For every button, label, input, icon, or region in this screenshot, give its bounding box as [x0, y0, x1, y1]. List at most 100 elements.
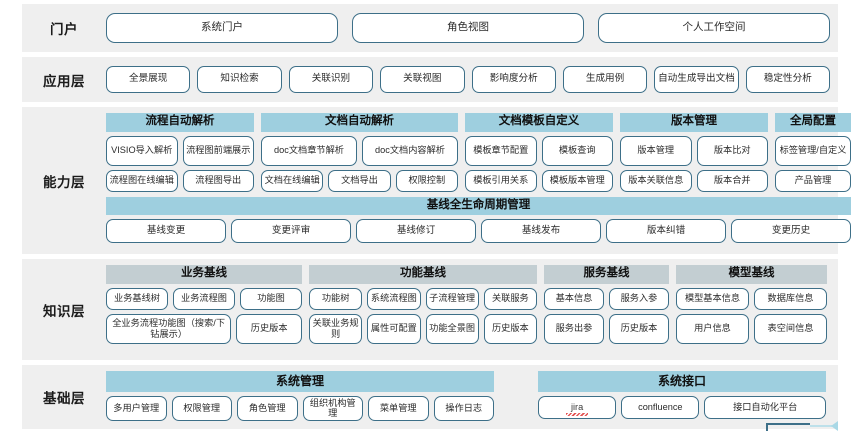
ability-cell[interactable]: 文档导出 [328, 169, 391, 192]
spellcheck-squiggle-icon [566, 413, 589, 416]
ability-cell[interactable]: 模板引用关系 [465, 169, 537, 192]
layer-label-portal: 门户 [50, 22, 78, 37]
layer-knowledge: 知识层 业务基线 业务基线树 业务流程图 功能图 全业务流程功能图（搜索/下钻展… [22, 259, 838, 360]
layer-label-base: 基础层 [43, 391, 85, 406]
base-cell[interactable]: 角色管理 [237, 396, 298, 421]
knowledge-cell[interactable]: 数据库信息 [754, 287, 827, 310]
ability-cell[interactable]: 版本比对 [696, 135, 768, 166]
application-item-6[interactable]: 自动生成导出文档 [654, 66, 739, 93]
ability-cell[interactable]: 产品管理 [775, 169, 851, 192]
base-cell[interactable]: 权限管理 [171, 396, 232, 421]
knowledge-cell[interactable]: 历史版本 [483, 313, 537, 344]
base-cell-jira[interactable]: jira [538, 396, 617, 419]
knowledge-cell[interactable]: 子流程管理 [425, 287, 479, 310]
knowledge-cell[interactable]: 功能图 [240, 287, 302, 310]
group-title: 文档自动解析 [261, 113, 458, 132]
layer-label-application: 应用层 [43, 73, 85, 89]
ability-cell[interactable]: 模板版本管理 [541, 169, 613, 192]
ability-cell[interactable]: 文档在线编辑 [261, 169, 324, 192]
application-item-3[interactable]: 关联视图 [380, 66, 465, 93]
group-title: 系统接口 [538, 371, 826, 392]
portal-button-row: 系统门户 角色视图 个人工作空间 [106, 13, 830, 43]
portal-item-1[interactable]: 角色视图 [352, 13, 584, 43]
knowledge-cell[interactable]: 业务基线树 [106, 287, 168, 310]
ability-group-process-parse: 流程自动解析 VISIO导入解析 流程图前端展示 流程图在线编辑 流程图导出 [106, 113, 254, 192]
ability-cell[interactable]: 模板章节配置 [465, 135, 537, 166]
base-cell[interactable]: 操作日志 [433, 396, 494, 421]
baseline-cell[interactable]: 变更历史 [731, 219, 851, 243]
knowledge-cell[interactable]: 表空间信息 [754, 313, 827, 344]
layer-portal: 门户 系统门户 角色视图 个人工作空间 [22, 4, 838, 52]
base-cell[interactable]: 组织机构管理 [302, 396, 363, 421]
knowledge-cell[interactable]: 历史版本 [609, 313, 669, 344]
baseline-cell[interactable]: 基线变更 [106, 219, 226, 243]
knowledge-cell[interactable]: 模型基本信息 [676, 287, 749, 310]
ability-cell[interactable]: 版本管理 [620, 135, 692, 166]
layer-ability: 能力层 流程自动解析 VISIO导入解析 流程图前端展示 流程图在线编辑 流程图… [22, 107, 851, 254]
knowledge-cell[interactable]: 历史版本 [236, 313, 302, 344]
base-block-system-interface: 系统接口 jira confluence 接口自动化平台 [538, 371, 826, 423]
knowledge-cell[interactable]: 功能树 [309, 287, 363, 310]
layer-label-ability: 能力层 [43, 174, 85, 190]
ability-cell[interactable]: doc文档章节解析 [261, 135, 357, 166]
layer-base: 基础层 系统管理 多用户管理 权限管理 角色管理 组织机构管理 菜单管理 操作日… [22, 365, 838, 429]
jira-label: jira [570, 402, 584, 413]
baseline-cell[interactable]: 版本纠错 [606, 219, 726, 243]
knowledge-cell[interactable]: 用户信息 [676, 313, 749, 344]
knowledge-cell[interactable]: 关联业务规则 [309, 313, 363, 344]
baseline-cell[interactable]: 变更评审 [231, 219, 351, 243]
ability-group-global-config: 全局配置 标签管理/自定义 产品管理 [775, 113, 851, 192]
group-title: 模型基线 [676, 265, 827, 284]
ability-group-version: 版本管理 版本管理 版本比对 版本关联信息 版本合并 [620, 113, 768, 192]
application-item-1[interactable]: 知识检索 [197, 66, 282, 93]
group-title: 服务基线 [544, 265, 669, 284]
ability-cell[interactable]: 版本关联信息 [620, 169, 692, 192]
group-title: 业务基线 [106, 265, 302, 284]
group-title: 系统管理 [106, 371, 494, 392]
ability-cell[interactable]: 版本合并 [696, 169, 768, 192]
group-title: 版本管理 [620, 113, 768, 132]
base-cell[interactable]: 多用户管理 [106, 396, 167, 421]
knowledge-group-row: 业务基线 业务基线树 业务流程图 功能图 全业务流程功能图（搜索/下钻展示） 历… [106, 265, 830, 344]
layer-label-knowledge: 知识层 [43, 303, 85, 319]
ability-cell[interactable]: 流程图前端展示 [182, 135, 254, 166]
knowledge-cell[interactable]: 服务出参 [544, 313, 604, 344]
application-button-row: 全景展现 知识检索 关联识别 关联视图 影响度分析 生成用例 自动生成导出文档 … [106, 66, 830, 93]
layer-application: 应用层 全景展现 知识检索 关联识别 关联视图 影响度分析 生成用例 自动生成导… [22, 57, 838, 102]
portal-item-2[interactable]: 个人工作空间 [598, 13, 830, 43]
base-block-system-management: 系统管理 多用户管理 权限管理 角色管理 组织机构管理 菜单管理 操作日志 [106, 371, 494, 423]
knowledge-group-service: 服务基线 基本信息 服务入参 服务出参 历史版本 [544, 265, 669, 344]
base-cell-confluence[interactable]: confluence [621, 396, 700, 419]
ability-cell[interactable]: VISIO导入解析 [106, 135, 178, 166]
base-cell[interactable]: 菜单管理 [368, 396, 429, 421]
ability-cell[interactable]: 流程图在线编辑 [106, 169, 178, 192]
knowledge-cell[interactable]: 服务入参 [609, 287, 669, 310]
ability-baseline-lifecycle: 基线全生命周期管理 基线变更 变更评审 基线修订 基线发布 版本纠错 变更历史 [106, 196, 851, 243]
knowledge-cell[interactable]: 基本信息 [544, 287, 604, 310]
connector-arrow-icon [766, 419, 838, 431]
ability-cell[interactable]: 流程图导出 [182, 169, 254, 192]
ability-cell[interactable]: 标签管理/自定义 [775, 135, 851, 166]
ability-cell[interactable]: 模板查询 [541, 135, 613, 166]
knowledge-cell[interactable]: 全业务流程功能图（搜索/下钻展示） [106, 313, 232, 344]
ability-group-doc-parse: 文档自动解析 doc文档章节解析 doc文档内容解析 文档在线编辑 文档导出 权… [261, 113, 458, 192]
portal-item-0[interactable]: 系统门户 [106, 13, 338, 43]
knowledge-cell[interactable]: 关联服务 [483, 287, 537, 310]
base-cell[interactable]: 接口自动化平台 [704, 396, 826, 419]
application-item-5[interactable]: 生成用例 [562, 66, 648, 93]
ability-cell[interactable]: doc文档内容解析 [362, 135, 458, 166]
knowledge-cell[interactable]: 业务流程图 [173, 287, 235, 310]
application-item-7[interactable]: 稳定性分析 [745, 66, 830, 93]
knowledge-group-model: 模型基线 模型基本信息 数据库信息 用户信息 表空间信息 [676, 265, 827, 344]
ability-cell[interactable]: 权限控制 [395, 169, 458, 192]
knowledge-cell[interactable]: 系统流程图 [367, 287, 421, 310]
baseline-cell[interactable]: 基线发布 [481, 219, 601, 243]
application-item-4[interactable]: 影响度分析 [471, 66, 556, 93]
knowledge-cell[interactable]: 属性可配置 [367, 313, 421, 344]
baseline-cell[interactable]: 基线修订 [356, 219, 476, 243]
group-title: 文档模板自定义 [465, 113, 613, 132]
application-item-2[interactable]: 关联识别 [288, 66, 374, 93]
application-item-0[interactable]: 全景展现 [106, 66, 191, 93]
group-title: 流程自动解析 [106, 113, 254, 132]
knowledge-cell[interactable]: 功能全景图 [425, 313, 479, 344]
